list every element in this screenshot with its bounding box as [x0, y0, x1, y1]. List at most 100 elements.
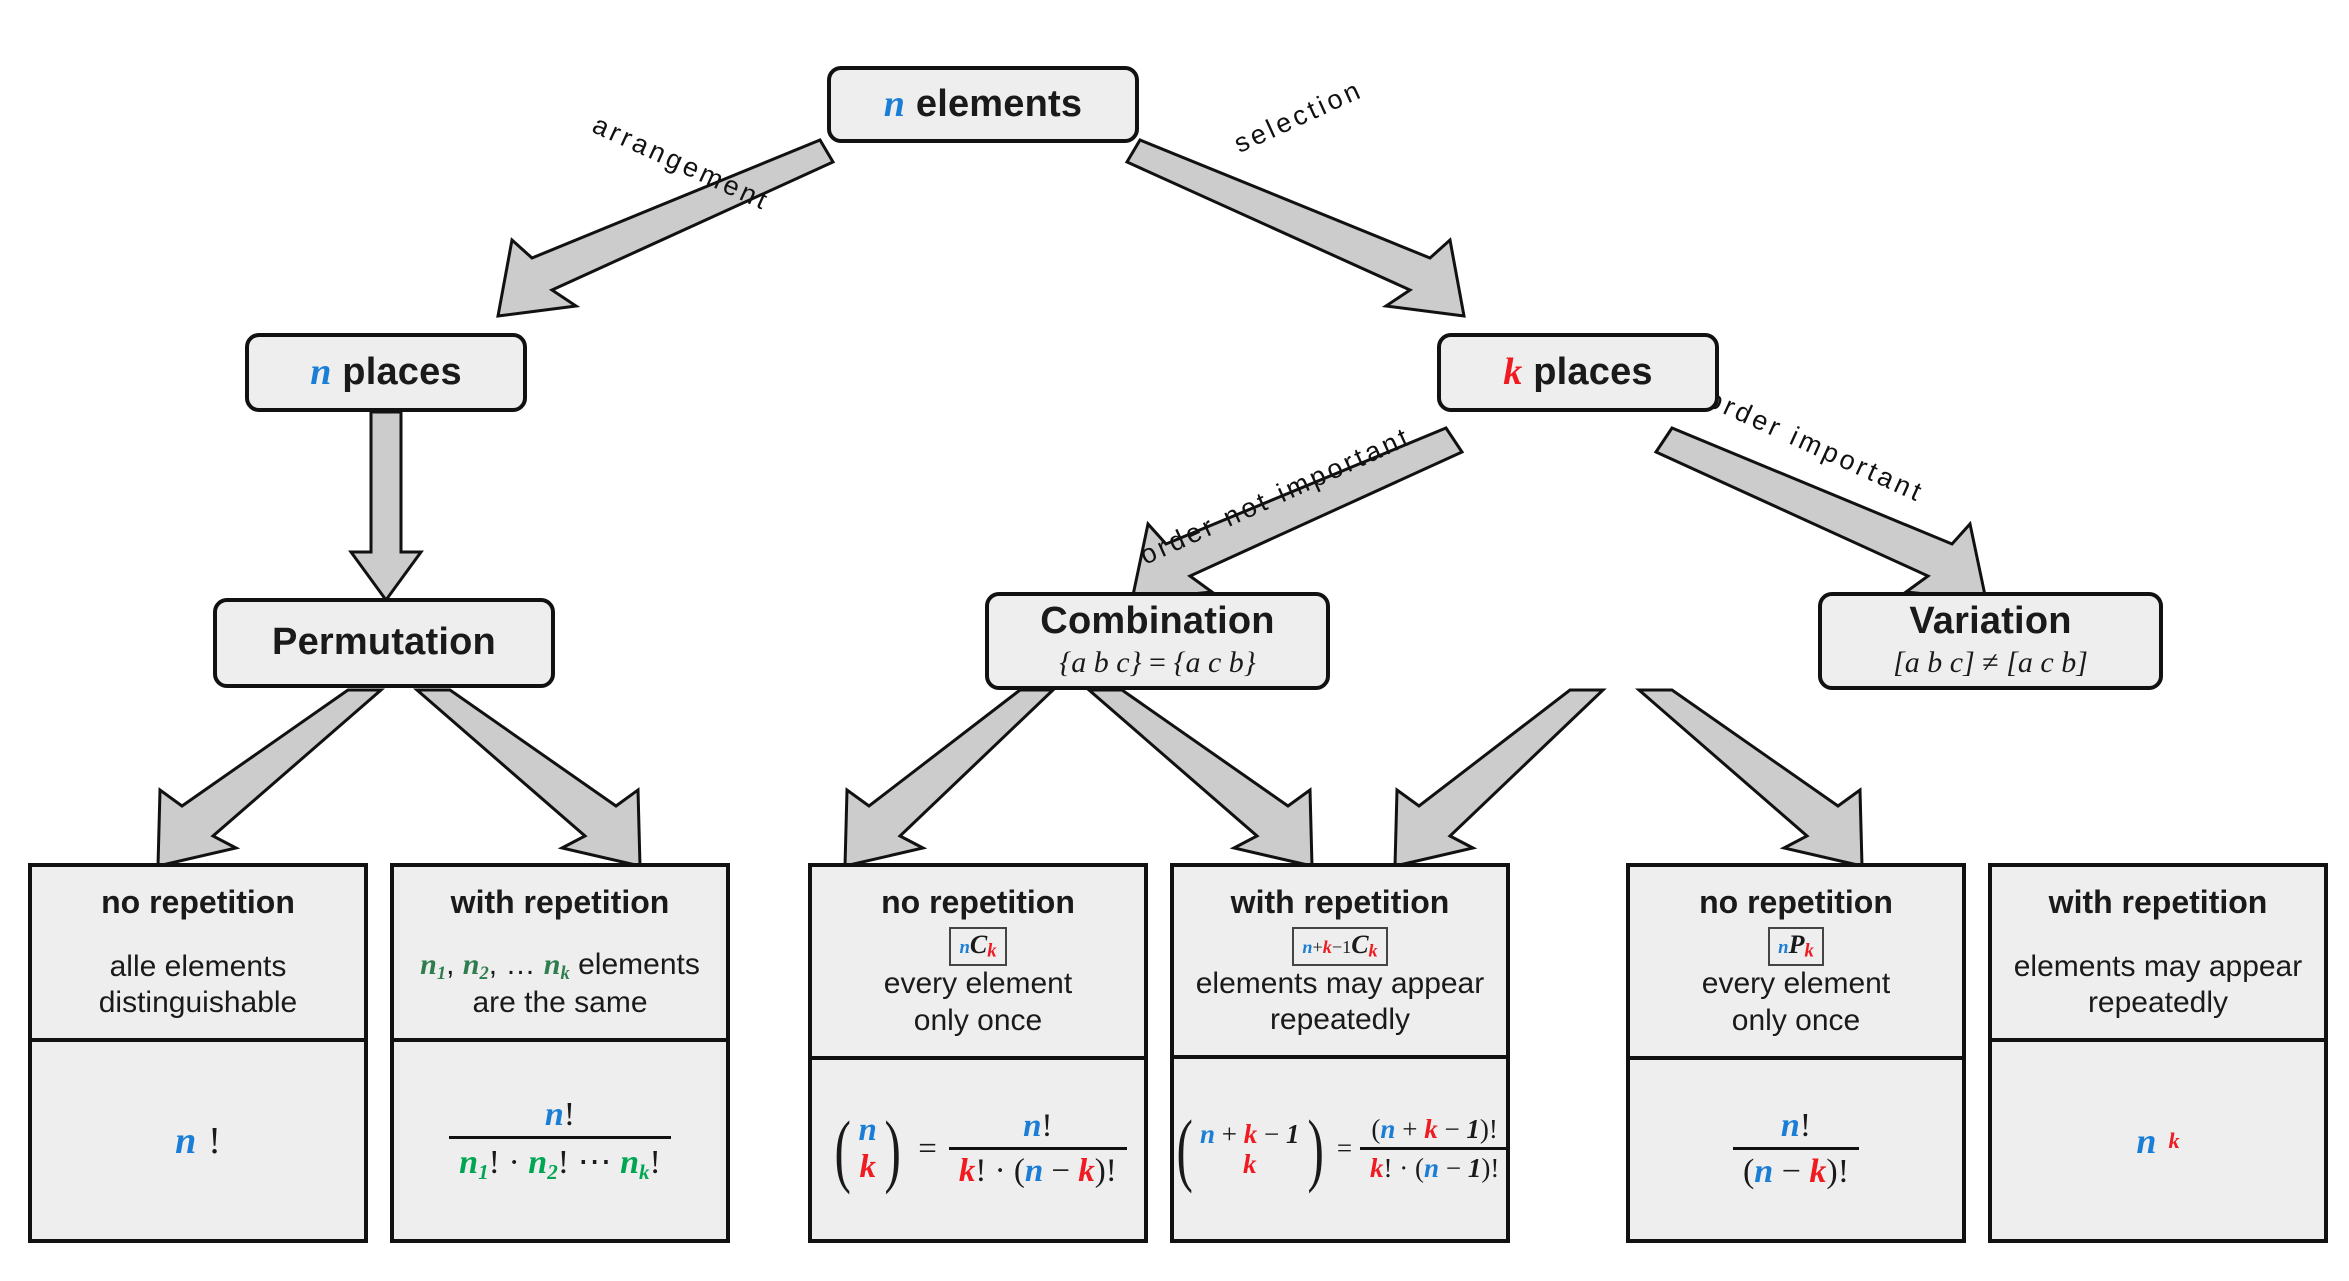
- leaf-head: with repetition: [450, 884, 670, 920]
- leaf-desc-line2: are the same: [472, 986, 648, 1020]
- symbol-nk: nk: [543, 947, 570, 984]
- leaf-upper: with repetition n1, n2, … nk elements ar…: [394, 867, 726, 1042]
- leaf-formula: n! n1! · n2! ⋯ nk!: [394, 1042, 726, 1239]
- leaf-desc-line2: only once: [1731, 1004, 1861, 1038]
- leaf-combination-no-repetition[interactable]: no repetition nCk every element only onc…: [808, 863, 1148, 1243]
- node-variation[interactable]: Variation [a b c] ≠ [a c b]: [1818, 592, 2163, 690]
- formula-denominator: n1! · n2! ⋯ nk!: [449, 1136, 671, 1185]
- formula-denominator: k! · (n − 1)!: [1360, 1146, 1510, 1184]
- leaf-symbol-npkm1Ck: n+k−1Ck: [1292, 927, 1388, 966]
- leaf-head: with repetition: [2048, 884, 2268, 920]
- leaf-permutation-with-repetition[interactable]: with repetition n1, n2, … nk elements ar…: [390, 863, 730, 1243]
- symbol-n: n: [2136, 1120, 2157, 1161]
- node-n-elements-label: n elements: [883, 82, 1083, 125]
- symbol-k: k: [1503, 350, 1523, 393]
- node-combination-sub: {a b c} = {a c b}: [1059, 646, 1256, 680]
- leaf-symbol-nCk: nCk: [949, 927, 1007, 967]
- symbol-n: n: [959, 937, 970, 959]
- symbol-k: k: [1368, 940, 1378, 961]
- node-n-elements[interactable]: n elements: [827, 66, 1139, 143]
- node-n-places[interactable]: n places: [245, 333, 527, 412]
- formula-numerator: n!: [544, 1096, 576, 1134]
- leaf-upper: with repetition n+k−1Ck elements may app…: [1174, 867, 1506, 1059]
- symbol-n: n: [1778, 937, 1789, 959]
- combination-set-right: {a c b}: [1173, 645, 1256, 679]
- symbol-k: k: [987, 940, 997, 962]
- leaf-symbol-nPk: nPk: [1768, 927, 1824, 967]
- variation-seq-right: [a c b]: [2006, 645, 2088, 679]
- symbol-factorial: !: [208, 1119, 221, 1162]
- leaf-description: alle elements distinguishable: [91, 949, 305, 1022]
- variation-seq-left: [a b c]: [1893, 645, 1975, 679]
- formula-numerator: n!: [1023, 1108, 1053, 1145]
- symbol-k: k: [1804, 940, 1814, 962]
- leaf-upper: no repetition nPk every element only onc…: [1630, 867, 1962, 1060]
- symbol-equals: =: [1336, 1133, 1353, 1164]
- leaf-description: every element only once: [1694, 966, 1898, 1039]
- leaf-desc-line1: n1, n2, … nk elements: [420, 947, 700, 984]
- arrow-permutation-no-repetition: [156, 688, 386, 868]
- symbol-n: n: [175, 1119, 197, 1162]
- binomial-npkm1-choose-k: ( n + k − 1 k ): [1176, 1103, 1324, 1195]
- leaf-desc-line1: elements may appear: [1195, 966, 1485, 1000]
- leaf-desc-line2: repeatedly: [2087, 986, 2229, 1020]
- leaf-formula: ( n k ) = n! k! · (n − k)!: [812, 1060, 1144, 1239]
- symbol-n: n: [310, 350, 332, 393]
- variation-seq-op: ≠: [1982, 645, 1999, 679]
- symbol-n: n: [544, 1096, 564, 1134]
- arrow-combination-with-repetition: [1084, 688, 1314, 868]
- leaf-formula: n!: [32, 1042, 364, 1239]
- node-n-elements-rest: elements: [905, 82, 1083, 125]
- leaf-formula: n! (n − k)!: [1630, 1060, 1962, 1239]
- leaf-description: elements may appear repeatedly: [2006, 949, 2311, 1022]
- leaf-combination-with-repetition[interactable]: with repetition n+k−1Ck elements may app…: [1170, 863, 1510, 1243]
- symbol-P: P: [1788, 930, 1805, 960]
- leaf-formula: ( n + k − 1 k ) = (n + k − 1)! k! · (n −…: [1174, 1059, 1510, 1239]
- leaf-head: with repetition: [1230, 884, 1450, 920]
- node-k-places-label: k places: [1503, 350, 1653, 393]
- leaf-desc-line1: every element: [883, 967, 1073, 1001]
- formula-numerator: (n + k − 1)!: [1371, 1113, 1498, 1144]
- arrow-n-places-to-permutation: [348, 410, 424, 603]
- leaf-desc-line2: distinguishable: [98, 986, 298, 1020]
- leaf-description: n1, n2, … nk elements are the same: [412, 947, 708, 1022]
- edge-label-selection: selection: [1229, 73, 1368, 159]
- arrow-combination-no-repetition: [843, 688, 1057, 868]
- combination-set-op: =: [1149, 645, 1166, 679]
- node-combination-title: Combination: [1040, 600, 1275, 643]
- edge-label-arrangement: arrangement: [588, 109, 775, 217]
- leaf-upper: no repetition alle elements distinguisha…: [32, 867, 364, 1042]
- leaf-permutation-no-repetition[interactable]: no repetition alle elements distinguisha…: [28, 863, 368, 1243]
- leaf-head: no repetition: [1699, 884, 1893, 920]
- node-variation-sub: [a b c] ≠ [a c b]: [1893, 646, 2088, 680]
- leaf-desc-line2: only once: [913, 1004, 1043, 1038]
- node-variation-title: Variation: [1909, 600, 2072, 643]
- binomial-n-choose-k: ( n k ): [834, 1103, 901, 1195]
- node-n-places-label: n places: [310, 350, 462, 393]
- leaf-head: no repetition: [101, 884, 295, 920]
- edge-label-order-not-important: order not important: [1135, 421, 1416, 571]
- edge-label-order-important: order important: [1702, 383, 1930, 509]
- leaf-upper: no repetition nCk every element only onc…: [812, 867, 1144, 1060]
- combination-set-left: {a b c}: [1059, 645, 1142, 679]
- node-combination[interactable]: Combination {a b c} = {a c b}: [985, 592, 1330, 690]
- leaf-variation-with-repetition[interactable]: with repetition elements may appear repe…: [1988, 863, 2328, 1243]
- node-permutation[interactable]: Permutation: [213, 598, 555, 688]
- leaf-desc-line1: alle elements: [109, 949, 287, 983]
- symbol-n: n: [883, 82, 906, 125]
- leaf-upper: with repetition elements may appear repe…: [1992, 867, 2324, 1042]
- formula-numerator: n!: [1780, 1107, 1812, 1145]
- node-k-places-rest: places: [1522, 350, 1653, 393]
- leaf-desc-line2: repeatedly: [1269, 1003, 1411, 1037]
- arrow-variation-with-repetition: [1634, 688, 1864, 868]
- arrow-order-not-important: [1130, 426, 1465, 602]
- formula-denominator: (n − k)!: [1732, 1147, 1860, 1191]
- leaf-variation-no-repetition[interactable]: no repetition nPk every element only onc…: [1626, 863, 1966, 1243]
- arrow-permutation-with-repetition: [412, 688, 642, 868]
- node-k-places[interactable]: k places: [1437, 333, 1719, 412]
- symbol-equals: =: [918, 1130, 937, 1167]
- leaf-desc-line1: every element: [1701, 967, 1891, 1001]
- leaf-desc-line1: elements may appear: [2013, 949, 2303, 983]
- symbol-k: k: [2168, 1127, 2180, 1153]
